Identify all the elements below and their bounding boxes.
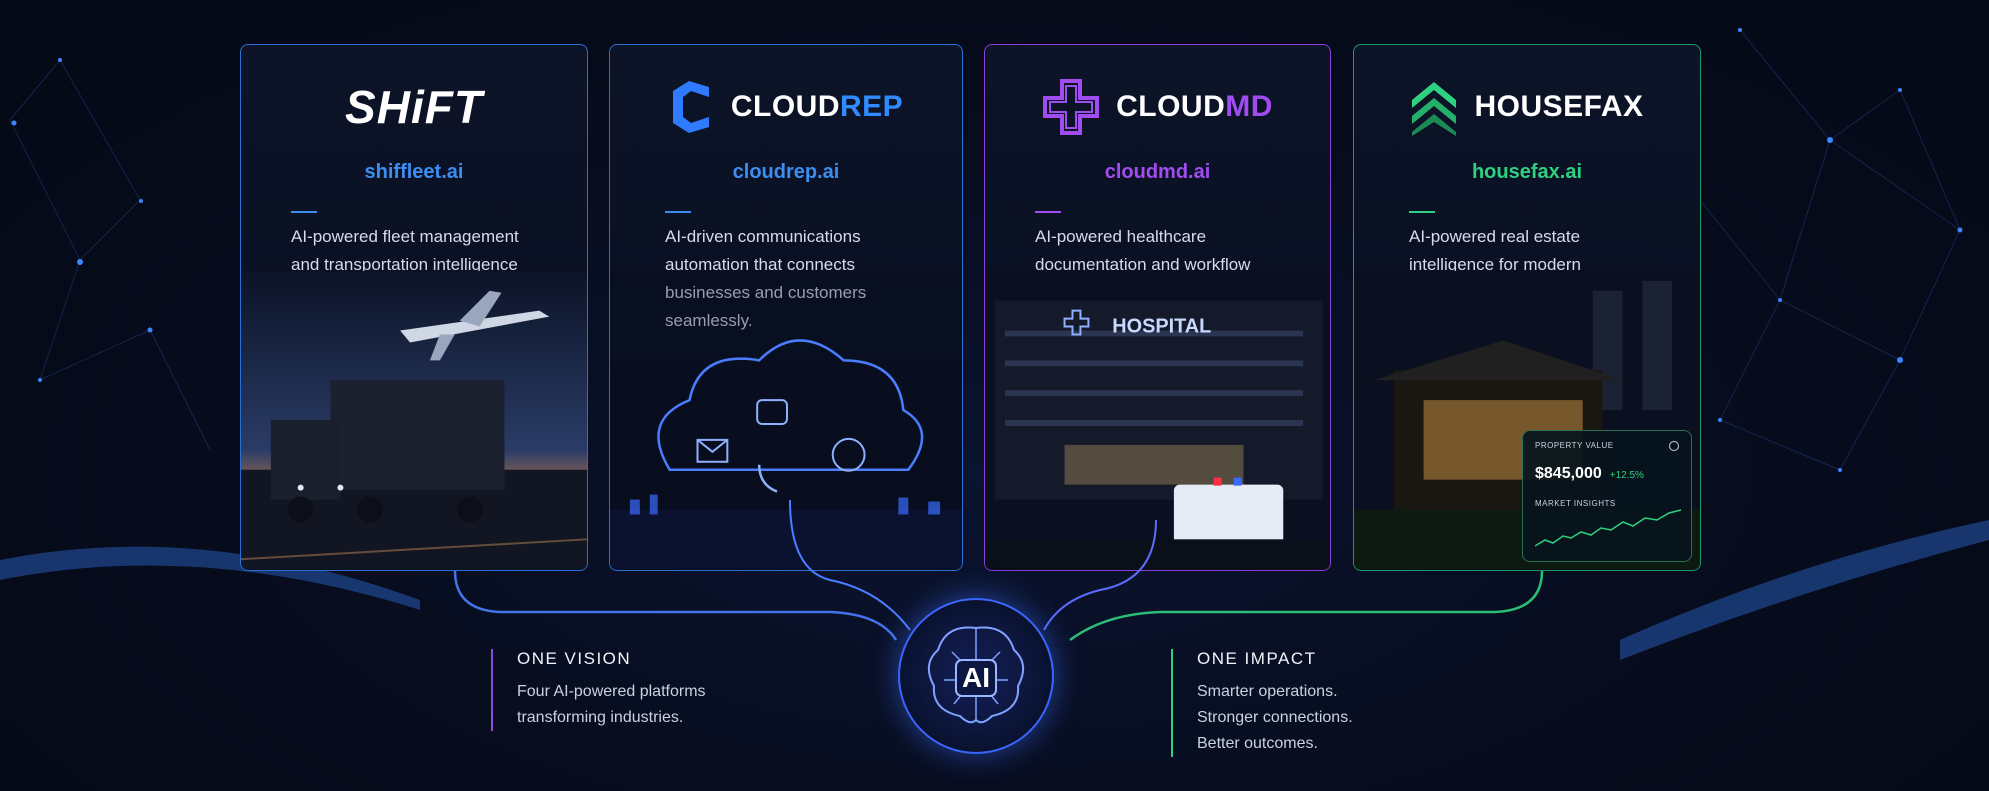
property-value-widget[interactable]: PROPERTY VALUE $845,000 +12.5% MARKET IN… xyxy=(1522,430,1692,562)
shift-card[interactable]: SHiFT shiffleet.ai AI-powered fleet mana… xyxy=(240,44,588,571)
ai-label: AI xyxy=(962,662,990,693)
hospital-sign: HOSPITAL xyxy=(1112,316,1211,338)
cloudrep-divider xyxy=(665,211,691,213)
property-value-amount: $845,000 xyxy=(1535,465,1602,482)
cloudmd-domain[interactable]: cloudmd.ai xyxy=(1104,161,1211,183)
phone-icon xyxy=(757,464,778,493)
market-insights-label: MARKET INSIGHTS xyxy=(1535,499,1616,508)
cloudrep-description: AI-driven communications automation that… xyxy=(665,227,867,330)
market-insights-sparkline xyxy=(1534,509,1682,547)
one-vision-body: Four AI-powered platforms transforming i… xyxy=(517,683,706,726)
hospital-illustration: HOSPITAL xyxy=(985,270,1330,570)
brain-circuit-icon xyxy=(927,626,1025,724)
medical-cross-icon xyxy=(1043,79,1100,135)
shift-logo: SHiFT xyxy=(241,81,587,133)
shift-domain[interactable]: shiffleet.ai xyxy=(364,161,464,183)
cloudrep-brand-name: CLOUDREP xyxy=(730,90,904,123)
airplane-icon xyxy=(400,310,550,343)
one-impact-title: ONE IMPACT xyxy=(1197,649,1317,668)
cloudmd-card[interactable]: CLOUDMD cloudmd.ai AI-powered healthcare… xyxy=(984,44,1331,571)
housefax-logo: HOUSEFAX xyxy=(1354,82,1700,136)
user-icon xyxy=(831,437,866,472)
mail-icon xyxy=(696,438,729,463)
truck-plane-illustration xyxy=(241,270,587,570)
one-vision-block: ONE VISION Four AI-powered platforms tra… xyxy=(491,649,706,731)
one-impact-block: ONE IMPACT Smarter operations. Stronger … xyxy=(1171,649,1353,757)
cloudmd-logo: CLOUDMD xyxy=(985,79,1330,135)
housefax-brand-name: HOUSEFAX xyxy=(1474,90,1644,123)
widget-close-icon[interactable] xyxy=(1669,441,1679,451)
truck-icon xyxy=(330,380,505,490)
one-vision-title: ONE VISION xyxy=(517,649,632,668)
cloudrep-domain[interactable]: cloudrep.ai xyxy=(732,161,840,183)
cloudrep-logo: CLOUDREP xyxy=(610,81,962,133)
housefax-divider xyxy=(1409,211,1435,213)
housefax-chevrons-icon xyxy=(1412,82,1457,136)
property-value-title: PROPERTY VALUE xyxy=(1535,441,1614,450)
chat-icon xyxy=(756,399,788,425)
cloudmd-divider xyxy=(1035,211,1061,213)
cloudrep-logo-icon xyxy=(672,81,709,133)
hospital-cross-icon xyxy=(1063,309,1090,336)
ai-hub[interactable]: AI xyxy=(898,598,1054,754)
ambulance-icon xyxy=(1173,484,1284,545)
housefax-domain[interactable]: housefax.ai xyxy=(1471,161,1583,183)
cloudmd-brand-name: CLOUDMD xyxy=(1116,90,1273,123)
one-impact-body: Smarter operations. Stronger connections… xyxy=(1197,683,1353,752)
housefax-card[interactable]: HOUSEFAX housefax.ai AI-powered real est… xyxy=(1353,44,1701,571)
shift-brand-name: SHiFT xyxy=(345,81,483,133)
shift-divider xyxy=(291,211,317,213)
property-value-change: +12.5% xyxy=(1609,470,1644,481)
cloudrep-card[interactable]: CLOUDREP cloudrep.ai AI-driven communica… xyxy=(609,44,963,571)
cloud-communication-illustration xyxy=(610,270,962,570)
